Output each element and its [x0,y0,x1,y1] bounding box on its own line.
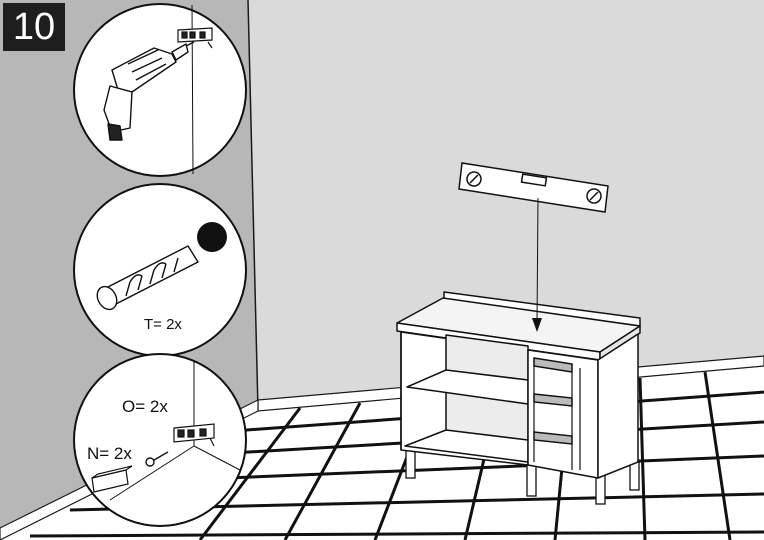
dowel-quantity-label: T= 2x [144,316,182,333]
level-arrow-head [532,318,542,332]
spirit-level-icon [458,162,609,213]
drill-hole-icon [197,222,227,252]
cabinet [396,291,641,479]
back-wall [248,0,764,410]
wall-plug-icon [96,245,199,311]
wall-bracket-icon [173,423,215,447]
wall-bracket-icon [177,27,213,49]
callout-dowel [73,183,247,357]
level-arrow-line [536,197,539,323]
cabinet-legs [405,449,640,505]
screw-quantity-label: N= 2x [87,444,132,463]
power-drill-icon [103,41,195,141]
plug-block-icon [91,465,133,493]
bracket-quantity-label: O= 2x [122,397,168,416]
screw-icon [145,451,169,467]
callout-bracket [73,353,247,527]
step-number-badge: 10 [3,3,65,51]
callout-drill [73,3,247,177]
